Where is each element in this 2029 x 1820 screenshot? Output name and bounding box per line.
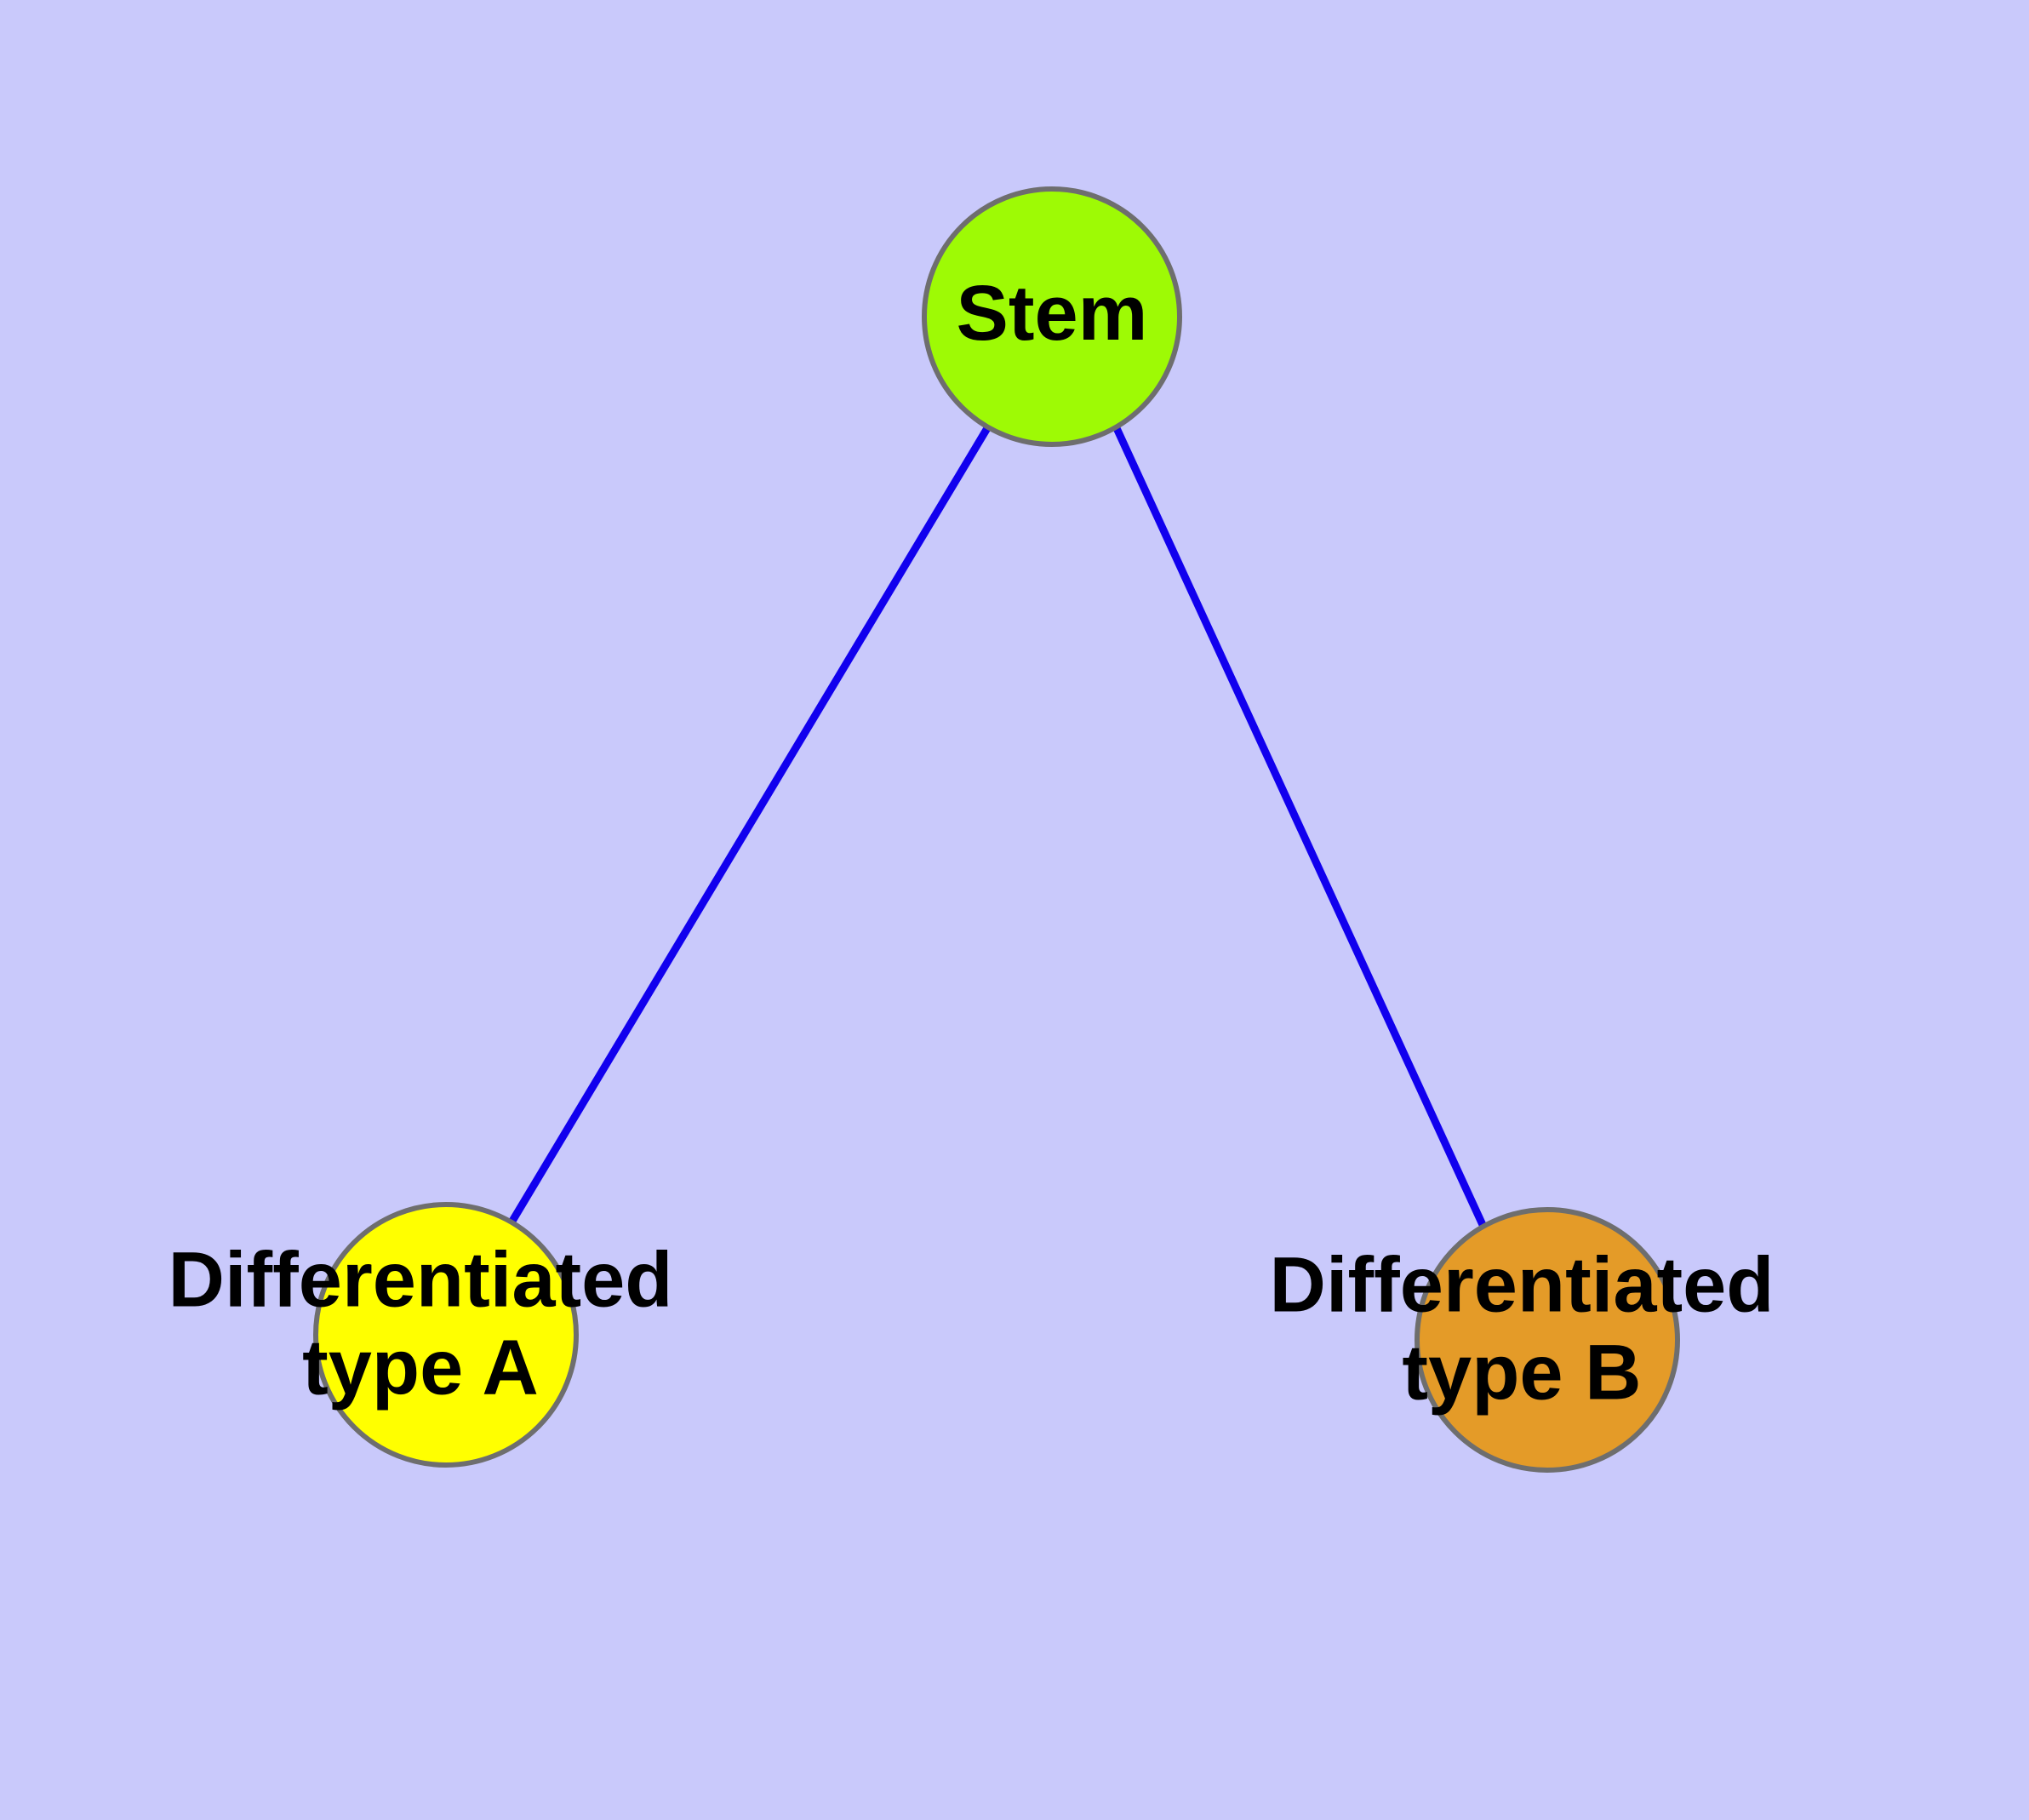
edge-stem-diff-a bbox=[508, 426, 991, 1225]
node-diff_a[interactable] bbox=[313, 1202, 579, 1468]
edges-layer bbox=[508, 426, 1488, 1228]
node-label-line: Stem bbox=[957, 270, 1148, 357]
node-label-line: Differentiated bbox=[169, 1237, 673, 1324]
edge-stem-diff-b bbox=[1112, 426, 1488, 1228]
node-label-line: Differentiated bbox=[1270, 1242, 1775, 1329]
node-diff_b[interactable] bbox=[1415, 1207, 1680, 1473]
nodes-layer bbox=[313, 186, 1680, 1473]
node-label-line: type B bbox=[1402, 1330, 1641, 1417]
node-label-stem: Stem bbox=[957, 270, 1148, 357]
node-label-line: type A bbox=[302, 1325, 539, 1411]
node-stem[interactable] bbox=[922, 186, 1182, 447]
